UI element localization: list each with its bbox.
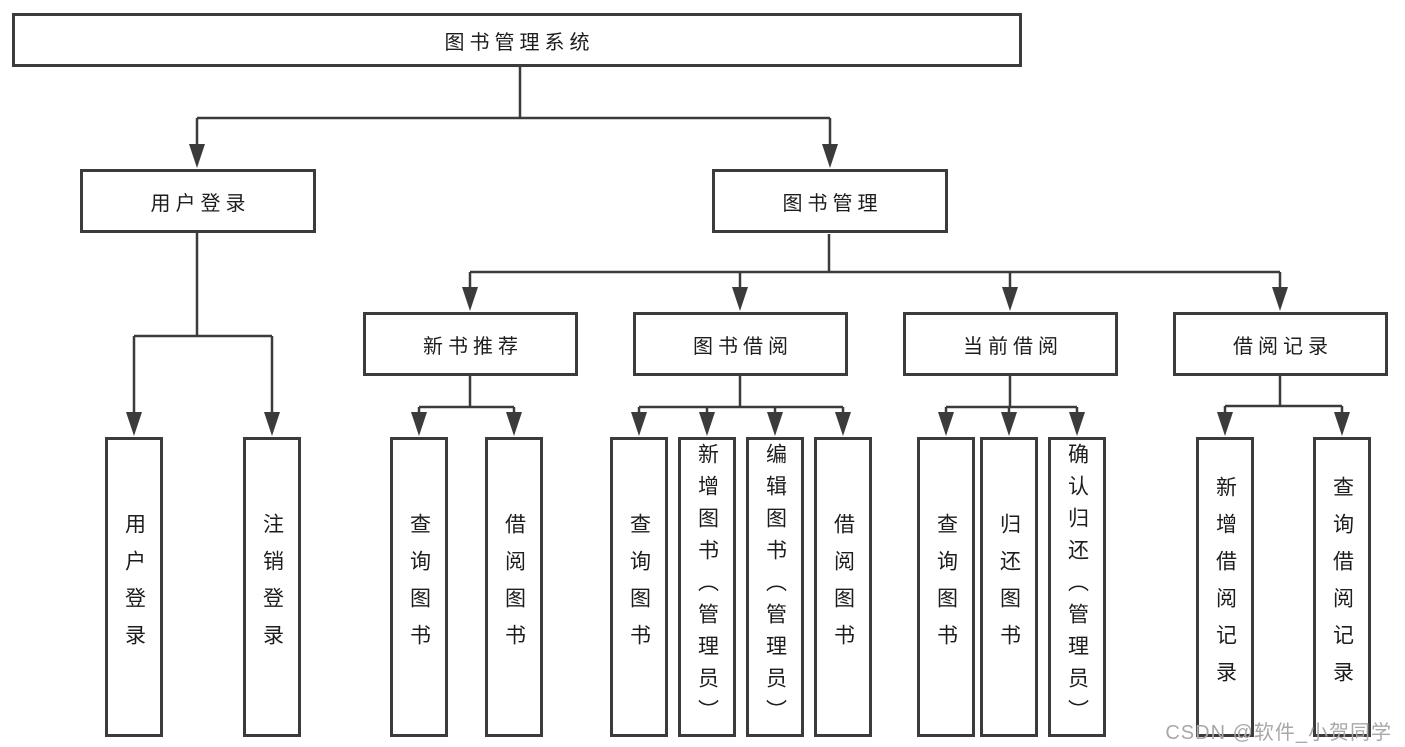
leaf-borrow-books-label: 借阅图书 bbox=[831, 513, 855, 661]
node-new-book-recommend: 新书推荐 bbox=[363, 312, 578, 376]
leaf-add-borrow-record-label: 新增借阅记录 bbox=[1213, 476, 1237, 698]
arrowhead-down-icon bbox=[732, 287, 748, 311]
connector-user-login-to-leaves bbox=[132, 233, 274, 414]
leaf-query-borrow-record-label: 查询借阅记录 bbox=[1330, 476, 1354, 698]
node-book-borrow-label: 图书借阅 bbox=[693, 335, 793, 358]
leaf-return-books: 归还图书 bbox=[980, 437, 1038, 737]
arrowhead-down-icon bbox=[699, 412, 715, 436]
leaf-borrow-books-recommend: 借阅图书 bbox=[485, 437, 543, 737]
leaf-query-books-current: 查询图书 bbox=[917, 437, 975, 737]
leaf-query-books-recommend: 查询图书 bbox=[390, 437, 448, 737]
connector-book-management-to-level3 bbox=[468, 234, 1282, 289]
arrowhead-down-icon bbox=[1069, 412, 1085, 436]
node-book-management-label: 图书管理 bbox=[782, 192, 883, 215]
node-current-borrow: 当前借阅 bbox=[903, 312, 1118, 376]
leaf-add-books-admin-label: 新增图书（管理员） bbox=[695, 443, 719, 731]
leaf-confirm-return-admin: 确认归还（管理员） bbox=[1048, 437, 1106, 737]
connector-book-borrow-to-leaves bbox=[637, 376, 845, 414]
connector-current-borrow-to-leaves bbox=[944, 376, 1079, 414]
arrowhead-down-icon bbox=[1272, 287, 1288, 311]
connector-new-book-rec-to-leaves bbox=[417, 376, 516, 414]
node-current-borrow-label: 当前借阅 bbox=[963, 335, 1063, 358]
node-borrow-records: 借阅记录 bbox=[1173, 312, 1388, 376]
leaf-query-borrow-record: 查询借阅记录 bbox=[1313, 437, 1371, 737]
arrowhead-down-icon bbox=[835, 412, 851, 436]
arrowheads-group bbox=[126, 144, 1350, 436]
leaf-add-borrow-record: 新增借阅记录 bbox=[1196, 437, 1254, 737]
arrowhead-down-icon bbox=[462, 287, 478, 311]
connector-borrow-records-to-leaves bbox=[1223, 376, 1344, 414]
leaf-add-books-admin: 新增图书（管理员） bbox=[678, 437, 736, 737]
node-root: 图书管理系统 bbox=[12, 13, 1022, 67]
arrowhead-down-icon bbox=[631, 412, 647, 436]
arrowhead-down-icon bbox=[1217, 412, 1233, 436]
leaf-edit-books-admin: 编辑图书（管理员） bbox=[746, 437, 804, 737]
arrowhead-down-icon bbox=[126, 412, 142, 436]
leaf-confirm-return-admin-label: 确认归还（管理员） bbox=[1065, 443, 1089, 731]
leaf-query-books-recommend-label: 查询图书 bbox=[407, 513, 431, 661]
node-borrow-records-label: 借阅记录 bbox=[1233, 335, 1333, 358]
connector-root-to-level2 bbox=[195, 66, 832, 146]
node-book-borrow: 图书借阅 bbox=[633, 312, 848, 376]
leaf-user-login-label: 用户登录 bbox=[122, 513, 146, 661]
arrowhead-down-icon bbox=[822, 144, 838, 168]
arrowhead-down-icon bbox=[1001, 412, 1017, 436]
leaf-borrow-books: 借阅图书 bbox=[814, 437, 872, 737]
arrowhead-down-icon bbox=[767, 412, 783, 436]
leaf-query-books-borrow-label: 查询图书 bbox=[627, 513, 651, 661]
leaf-edit-books-admin-label: 编辑图书（管理员） bbox=[763, 443, 787, 731]
leaf-query-books-borrow: 查询图书 bbox=[610, 437, 668, 737]
leaf-return-books-label: 归还图书 bbox=[997, 513, 1021, 661]
node-root-label: 图书管理系统 bbox=[444, 31, 595, 54]
arrowhead-down-icon bbox=[1334, 412, 1350, 436]
node-book-management: 图书管理 bbox=[712, 169, 948, 233]
node-user-login-label: 用户登录 bbox=[150, 192, 251, 215]
leaf-query-books-current-label: 查询图书 bbox=[934, 513, 958, 661]
node-user-login: 用户登录 bbox=[80, 169, 316, 233]
node-new-book-recommend-label: 新书推荐 bbox=[423, 335, 523, 358]
leaf-logout-label: 注销登录 bbox=[260, 513, 284, 661]
arrowhead-down-icon bbox=[506, 412, 522, 436]
arrowhead-down-icon bbox=[264, 412, 280, 436]
arrowhead-down-icon bbox=[938, 412, 954, 436]
arrowhead-down-icon bbox=[1002, 287, 1018, 311]
csdn-watermark: CSDN @软件_小贺同学 bbox=[1165, 722, 1392, 744]
leaf-borrow-books-recommend-label: 借阅图书 bbox=[502, 513, 526, 661]
leaf-logout: 注销登录 bbox=[243, 437, 301, 737]
leaf-user-login: 用户登录 bbox=[105, 437, 163, 737]
arrowhead-down-icon bbox=[189, 144, 205, 168]
arrowhead-down-icon bbox=[411, 412, 427, 436]
